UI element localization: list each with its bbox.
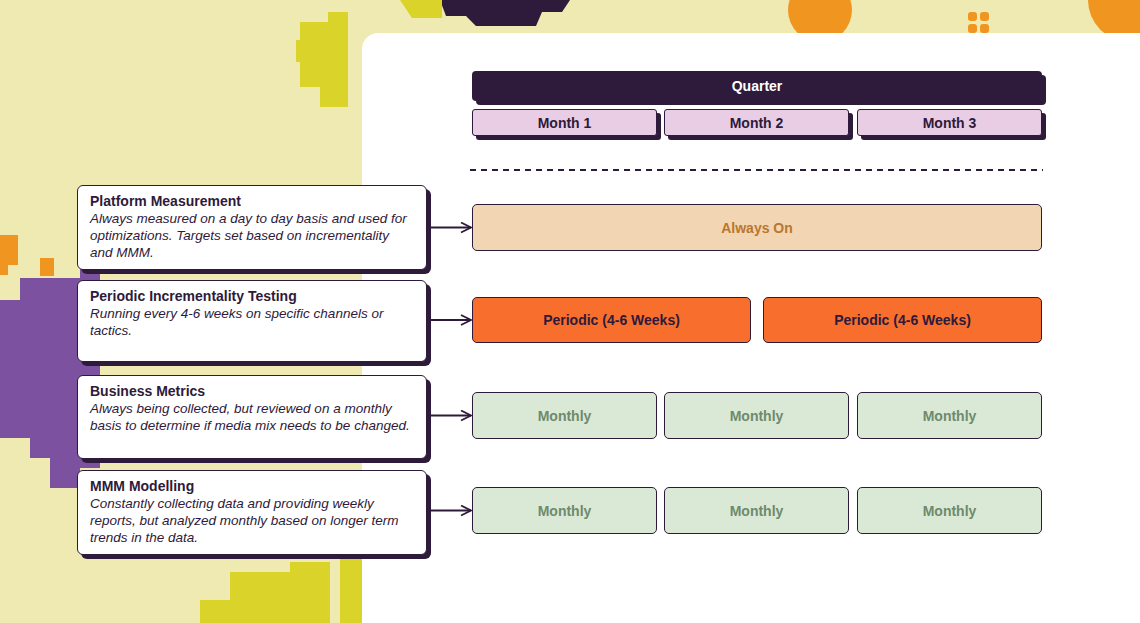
box-label: Monthly xyxy=(730,408,784,424)
box-description: Running every 4-6 weeks on specific chan… xyxy=(90,305,414,339)
box-description: Always being collected, but reviewed on … xyxy=(90,400,414,434)
month-box: Month 1 xyxy=(472,109,657,136)
category-box: Periodic Incrementality TestingRunning e… xyxy=(77,280,427,362)
box-heading: MMM Modelling xyxy=(90,478,414,495)
box-heading: Periodic Incrementality Testing xyxy=(90,288,414,305)
box-label: Periodic (4-6 Weeks) xyxy=(834,312,971,328)
month-box: Month 3 xyxy=(857,109,1042,136)
arrow-connector xyxy=(427,227,471,229)
monthly-bar: Monthly xyxy=(472,392,657,439)
box-label: Month 2 xyxy=(730,115,784,131)
box-label: Quarter xyxy=(732,78,783,94)
monthly-bar: Monthly xyxy=(472,487,657,534)
category-box: MMM ModellingConstantly collecting data … xyxy=(77,470,427,555)
box-description: Always measured on a day to day basis an… xyxy=(90,210,414,261)
box-label: Monthly xyxy=(923,503,977,519)
box-label: Monthly xyxy=(923,408,977,424)
box-label: Periodic (4-6 Weeks) xyxy=(543,312,680,328)
arrow-connector xyxy=(427,319,471,321)
monthly-bar: Monthly xyxy=(857,487,1042,534)
box-description: Constantly collecting data and providing… xyxy=(90,495,414,546)
panel xyxy=(362,33,1140,623)
box-label: Monthly xyxy=(730,503,784,519)
category-box: Business MetricsAlways being collected, … xyxy=(77,375,427,459)
monthly-bar: Monthly xyxy=(664,392,849,439)
periodic-bar: Periodic (4-6 Weeks) xyxy=(472,297,751,343)
box-label: Month 1 xyxy=(538,115,592,131)
monthly-bar: Monthly xyxy=(857,392,1042,439)
box-heading: Platform Measurement xyxy=(90,193,414,210)
box-label: Monthly xyxy=(538,408,592,424)
box-label: Monthly xyxy=(538,503,592,519)
arrow-connector xyxy=(427,510,471,512)
arrow-connector xyxy=(427,415,471,417)
periodic-bar: Periodic (4-6 Weeks) xyxy=(763,297,1042,343)
category-box: Platform MeasurementAlways measured on a… xyxy=(77,185,427,270)
box-label: Month 3 xyxy=(923,115,977,131)
quarter-band: Quarter xyxy=(472,71,1042,101)
month-box: Month 2 xyxy=(664,109,849,136)
always-on-bar: Always On xyxy=(472,204,1042,251)
box-heading: Business Metrics xyxy=(90,383,414,400)
monthly-bar: Monthly xyxy=(664,487,849,534)
divider-line xyxy=(470,169,1043,171)
box-label: Always On xyxy=(721,220,793,236)
